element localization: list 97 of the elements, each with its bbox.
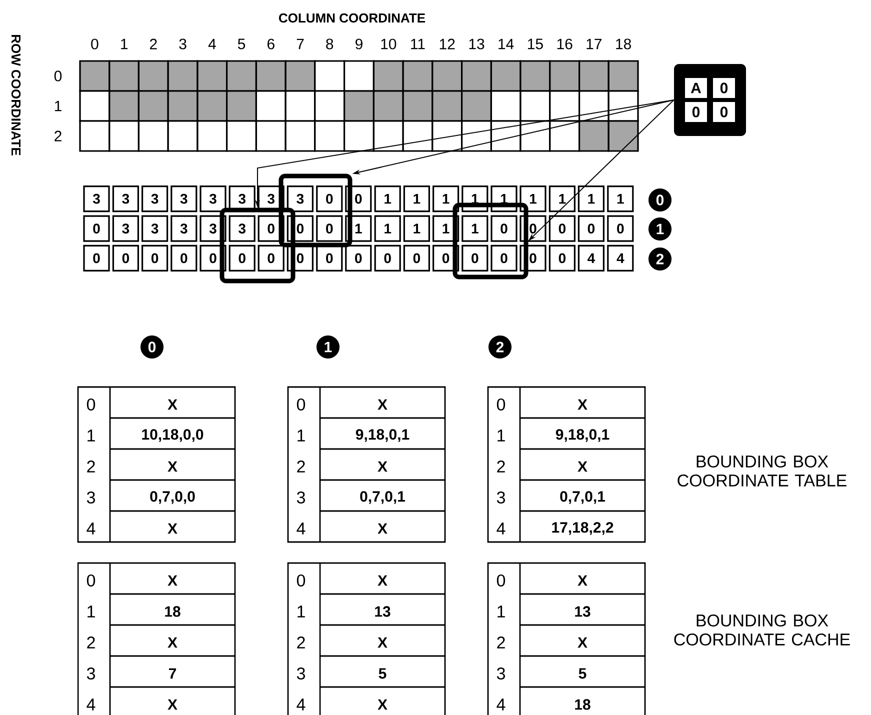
grid-cell: 0	[258, 215, 284, 242]
column-number: 15	[528, 38, 543, 50]
grid-cell: 3	[286, 186, 314, 212]
lookup-table: 0 X 1 10,18,0,0 2 X 3 0,7,0,0 4 X	[77, 386, 236, 543]
circled-number: 0	[140, 336, 164, 358]
grid-cell: 0	[316, 244, 343, 272]
row-number: 2	[54, 130, 62, 142]
grid-cell: 0	[578, 215, 604, 242]
grid-cell: 1	[432, 215, 460, 242]
column-number: 18	[616, 38, 631, 50]
column-number: 9	[356, 38, 362, 50]
window-frame	[278, 174, 352, 248]
grid-cell: 1	[548, 186, 576, 212]
circled-number: 1	[316, 336, 340, 358]
grid-cell: 0	[403, 244, 430, 272]
grid-cell: 3	[170, 186, 198, 212]
grid-cell: 1	[374, 215, 401, 242]
circled-number: 2	[488, 336, 512, 358]
grid-cell: 0	[286, 215, 314, 242]
column-number: 1	[121, 38, 128, 50]
grid-cell: 0	[345, 186, 372, 212]
lookup-table: 0 X 1 18 2 X 3 7 4 X	[77, 562, 236, 715]
grid-cell: 3	[170, 215, 198, 242]
grid-cell: 0	[490, 244, 518, 272]
caption: BOUNDING BOX COORDINATE TABLE	[678, 455, 846, 487]
column-number: 13	[469, 38, 484, 50]
grid-cell: 0	[374, 244, 401, 272]
column-number: 0	[91, 38, 98, 50]
lookup-table: 0 X 1 9,18,0,1 2 X 3 0,7,0,1 4 X	[287, 386, 446, 543]
window-frame	[220, 208, 296, 284]
window-frame	[452, 202, 528, 280]
grid-cell: 1	[432, 186, 460, 212]
grid-cell: 0	[112, 244, 139, 272]
grid-cell: 0	[607, 215, 634, 242]
axis-title: COLUMN COORDINATE	[279, 13, 426, 23]
grid-cell: 0	[490, 215, 518, 242]
caption: BOUNDING BOX COORDINATE CACHE	[674, 614, 850, 646]
circled-number: 0	[648, 188, 672, 212]
circled-number: 2	[648, 248, 672, 270]
grid-cell: 0	[258, 244, 284, 272]
column-number: 8	[326, 38, 334, 50]
column-number: 14	[498, 38, 514, 50]
grid-cell: 3	[142, 215, 168, 242]
column-number: 12	[440, 38, 455, 50]
grid-cell: 0	[83, 244, 110, 272]
grid-cell: 0	[432, 244, 460, 272]
grid-cell: 1	[345, 215, 372, 242]
grid-cell: 0	[286, 244, 314, 272]
column-number: 10	[381, 38, 396, 50]
column-number: 16	[557, 38, 572, 50]
grid-cell: 3	[142, 186, 168, 212]
lookup-table: 0 X 1 13 2 X 3 5 4 X	[287, 562, 446, 715]
column-number: 4	[208, 38, 216, 50]
column-number: 17	[586, 38, 602, 50]
column-number: 2	[150, 38, 157, 50]
grid-cell: 3	[112, 215, 139, 242]
grid-cell: 0	[520, 215, 546, 242]
column-number: 6	[268, 38, 274, 50]
column-number: 7	[296, 38, 304, 50]
grid-cell: 3	[83, 186, 110, 212]
circled-number: 1	[648, 218, 672, 240]
grid-cell: 0	[316, 186, 343, 212]
column-number: 3	[179, 38, 186, 50]
grid-cell: 0	[316, 215, 343, 242]
grid-cell: 0	[520, 244, 546, 272]
row-number: 0	[54, 70, 62, 82]
grid-cell: 0	[142, 244, 168, 272]
row-number: 1	[54, 100, 62, 112]
grid-cell: 1	[374, 186, 401, 212]
grid-cell: 0	[200, 244, 226, 272]
axis-title: ROW COORDINATE	[11, 34, 21, 156]
grid-cell: 1	[403, 186, 430, 212]
mask-box: A 0 0 0	[674, 64, 746, 136]
grid-cell: 0	[170, 244, 198, 272]
column-number: 5	[238, 38, 246, 50]
grid-cell: 1	[520, 186, 546, 212]
grid-cell: 4	[607, 244, 634, 272]
grid-cell: 3	[228, 215, 256, 242]
grid-cell: 0	[548, 244, 576, 272]
grid-cell: 0	[462, 244, 488, 272]
grid-cell: 3	[258, 186, 284, 212]
grid-cell: 3	[200, 186, 226, 212]
grid-cell: 1	[403, 215, 430, 242]
grid-cell: 0	[83, 215, 110, 242]
grid-cell: 3	[112, 186, 139, 212]
lookup-table: 0 X 1 9,18,0,1 2 X 3 0,7,0,1 4 17,18,2,2	[487, 386, 646, 543]
column-number: 11	[411, 38, 425, 50]
grid-cell: 3	[228, 186, 256, 212]
grid-cell: 1	[462, 215, 488, 242]
grid-cell: 1	[607, 186, 634, 212]
grid-cell: 3	[200, 215, 226, 242]
grid-cell: 0	[345, 244, 372, 272]
grid-cell: 0	[548, 215, 576, 242]
grid-cell: 1	[578, 186, 604, 212]
grid-cell: 4	[578, 244, 604, 272]
grid-cell: 0	[228, 244, 256, 272]
lookup-table: 0 X 1 13 2 X 3 5 4 18	[487, 562, 646, 715]
